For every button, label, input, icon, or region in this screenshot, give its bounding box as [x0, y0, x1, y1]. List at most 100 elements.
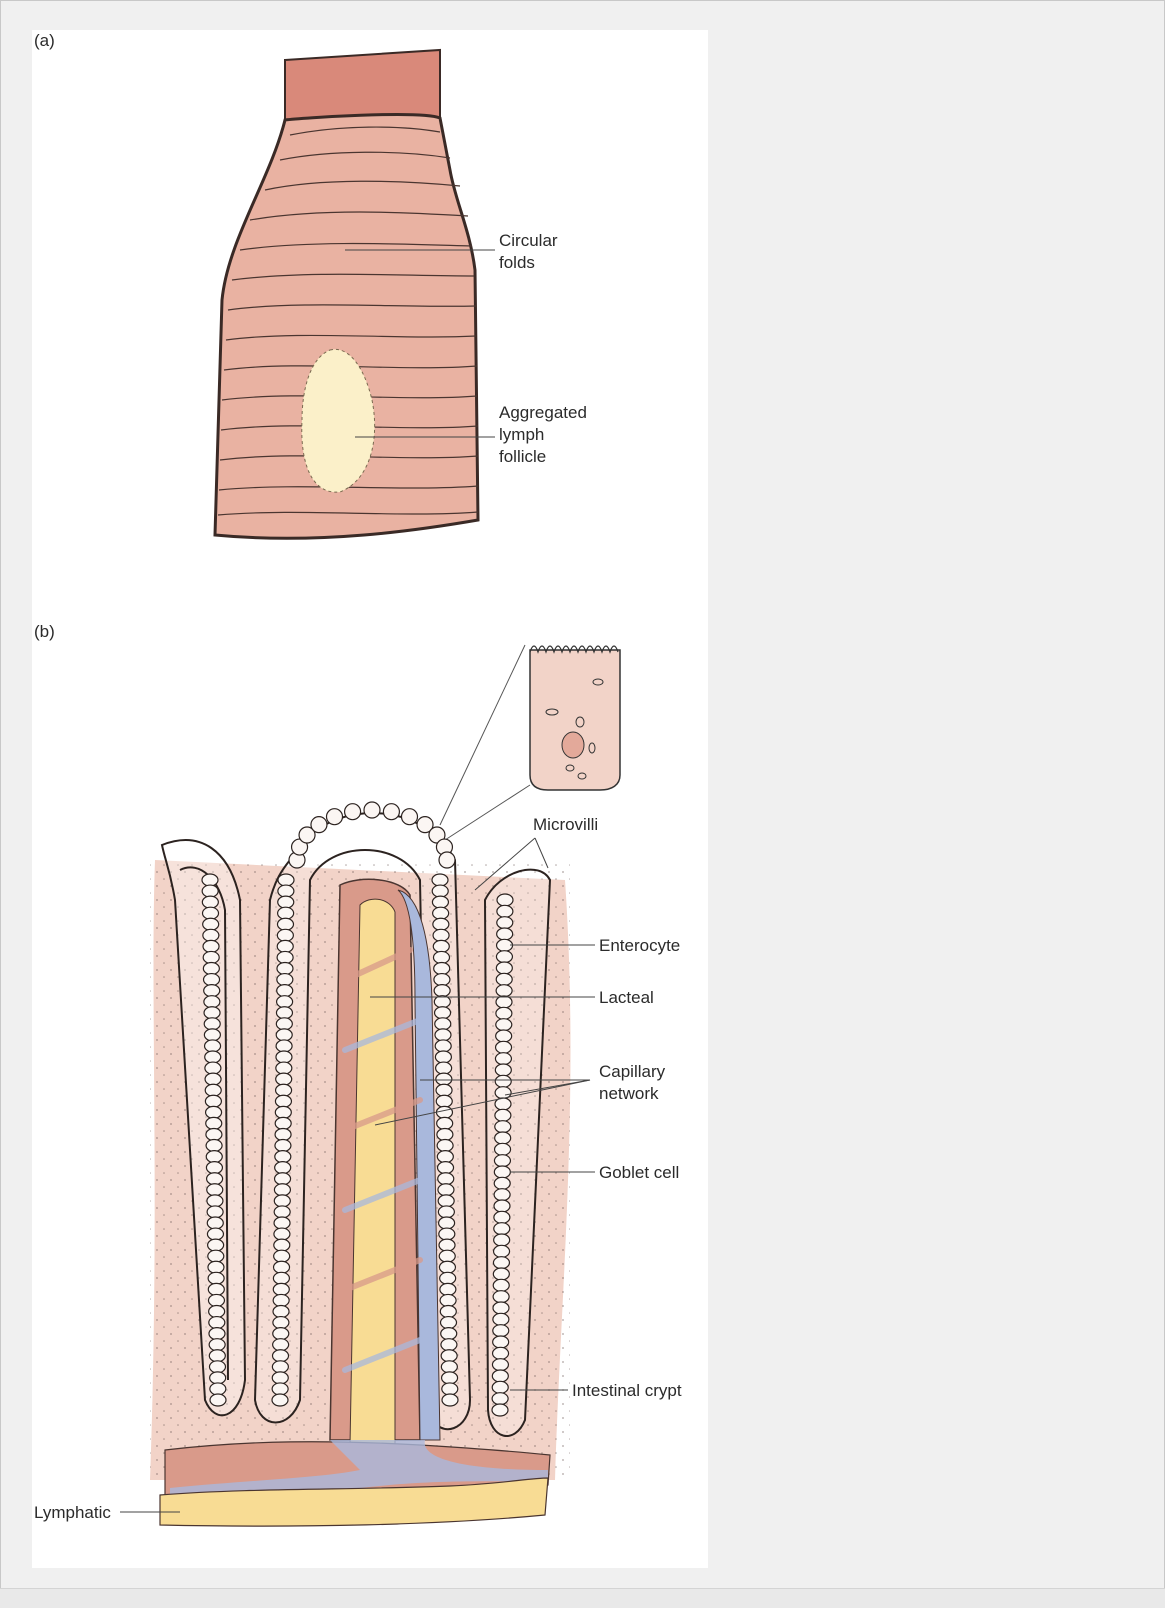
cell [496, 1041, 512, 1053]
cell [205, 1062, 221, 1074]
cell [402, 809, 418, 825]
cell [495, 1143, 511, 1155]
cell [494, 1223, 510, 1235]
cell [204, 1007, 220, 1019]
cell [494, 1177, 510, 1189]
cell [493, 1257, 509, 1269]
cell [272, 1361, 288, 1373]
label-intestinal-crypt: Intestinal crypt [572, 1381, 682, 1400]
cell [276, 1007, 292, 1019]
cell [493, 1336, 509, 1348]
cell [206, 1140, 222, 1152]
cell [364, 802, 380, 818]
cell [439, 1250, 455, 1262]
cell [496, 1030, 512, 1042]
cell [437, 1128, 453, 1140]
cell [440, 1272, 456, 1284]
cell [203, 907, 219, 919]
cell [209, 1328, 225, 1340]
cell [203, 951, 219, 963]
cell [276, 1051, 292, 1063]
cell [493, 1291, 509, 1303]
label-microvilli: Microvilli [533, 815, 598, 834]
cell [438, 1173, 454, 1185]
cell [494, 1234, 510, 1246]
cell [277, 929, 293, 941]
label-aggregated-1: Aggregated [499, 403, 587, 422]
cell [208, 1283, 224, 1295]
cell [272, 1372, 288, 1384]
cell [496, 973, 512, 985]
cell [432, 874, 448, 886]
cell [208, 1272, 224, 1284]
cell [497, 928, 513, 940]
cell [210, 1372, 226, 1384]
cell [273, 1294, 289, 1306]
cell [439, 1239, 455, 1251]
cell [273, 1350, 289, 1362]
cell [439, 1228, 455, 1240]
cell [275, 1151, 291, 1163]
cell [439, 1217, 455, 1229]
cell [435, 1007, 451, 1019]
cell [438, 1184, 454, 1196]
cell [496, 1007, 512, 1019]
cell [276, 1084, 292, 1096]
cell [496, 996, 512, 1008]
cell [207, 1195, 223, 1207]
cell [274, 1239, 290, 1251]
cell [202, 885, 218, 897]
cell [497, 905, 513, 917]
cell [277, 996, 293, 1008]
cell [208, 1250, 224, 1262]
cell [438, 1162, 454, 1174]
cell [206, 1162, 222, 1174]
cell [496, 962, 512, 974]
cell [495, 1064, 511, 1076]
cell [210, 1383, 226, 1395]
panel-a-letter: (a) [34, 31, 55, 50]
cell [274, 1206, 290, 1218]
cell [273, 1328, 289, 1340]
cell [495, 1109, 511, 1121]
cell [209, 1339, 225, 1351]
cell [492, 1404, 508, 1416]
cell [440, 1294, 456, 1306]
cell [437, 1117, 453, 1129]
cell [277, 940, 293, 952]
cell [493, 1268, 509, 1280]
cell [205, 1040, 221, 1052]
label-capillary-2: network [599, 1084, 659, 1103]
label-circular-folds-1: Circular [499, 231, 558, 250]
cell [205, 1051, 221, 1063]
cell [276, 1073, 292, 1085]
cell [207, 1184, 223, 1196]
cell [440, 1283, 456, 1295]
enterocyte-inset [440, 645, 620, 840]
cell [272, 1394, 288, 1406]
cell [437, 1151, 453, 1163]
cell [202, 874, 218, 886]
cell [434, 985, 450, 997]
cell [441, 1361, 457, 1373]
cell [208, 1261, 224, 1273]
cell [276, 1040, 292, 1052]
cell [204, 974, 220, 986]
cell [494, 1189, 510, 1201]
cell [492, 1393, 508, 1405]
cell [441, 1317, 457, 1329]
cell [433, 940, 449, 952]
cell [442, 1372, 458, 1384]
cell [206, 1128, 222, 1140]
cell [207, 1217, 223, 1229]
cell [273, 1305, 289, 1317]
cell [206, 1106, 222, 1118]
cell [494, 1200, 510, 1212]
cell [435, 1018, 451, 1030]
label-aggregated-3: follicle [499, 447, 546, 466]
cell [497, 917, 513, 929]
cell [278, 907, 294, 919]
cell [496, 985, 512, 997]
cell [207, 1173, 223, 1185]
